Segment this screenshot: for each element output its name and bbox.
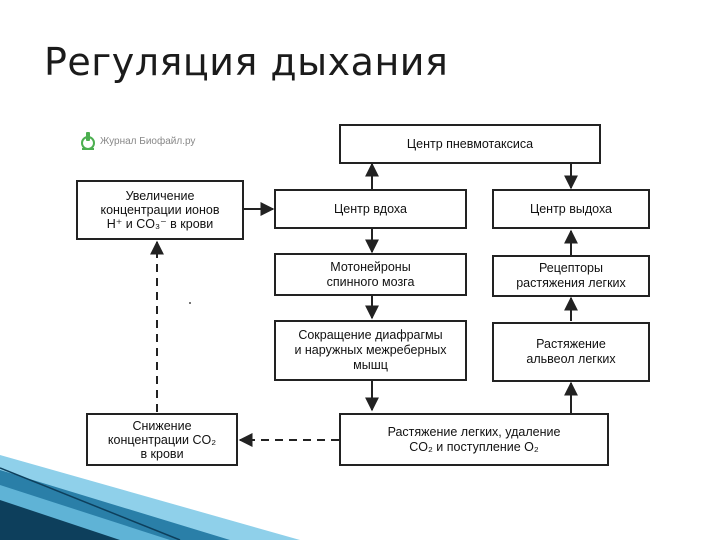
- increase-line2: концентрации ионов: [100, 203, 220, 217]
- lung-line1: Растяжение легких, удаление: [387, 424, 561, 439]
- inspiration-center-label: Центр вдоха: [334, 201, 407, 216]
- contraction-line3: мышц: [353, 358, 388, 372]
- receptors-line1: Рецепторы: [539, 261, 603, 275]
- logo-text: Журнал Биофайл.ру: [100, 135, 196, 147]
- alveoli-line2: альвеол легких: [526, 352, 616, 366]
- contraction-line1: Сокращение диафрагмы: [298, 328, 443, 342]
- box-expiration-center: Центр выдоха: [492, 189, 650, 229]
- stray-dot: [189, 302, 191, 304]
- box-decrease-concentration: Снижение концентрации CO₂ в крови: [86, 413, 238, 466]
- decrease-line3: в крови: [140, 446, 184, 461]
- box-inspiration-center: Центр вдоха: [274, 189, 467, 229]
- expiration-center-label: Центр выдоха: [529, 201, 613, 216]
- contraction-line2: и наружных межреберных: [294, 343, 447, 357]
- alveoli-line1: Растяжение: [536, 337, 606, 351]
- receptors-line2: растяжения легких: [516, 276, 626, 290]
- box-motor-neurons: Мотонейроны спинного мозга: [274, 253, 467, 296]
- pneumotaxic-center-label: Центр пневмотаксиса: [406, 136, 534, 151]
- box-stretch-receptors: Рецепторы растяжения легких: [492, 255, 650, 297]
- box-pneumotaxic-center: Центр пневмотаксиса: [339, 124, 601, 164]
- journal-logo: Журнал Биофайл.ру: [80, 131, 195, 151]
- motor-line1: Мотонейроны: [330, 259, 411, 274]
- box-increase-concentration: Увеличение концентрации ионов H⁺ и CO₃⁻ …: [76, 180, 244, 240]
- increase-line1: Увеличение: [125, 189, 195, 203]
- box-alveoli-stretch: Растяжение альвеол легких: [492, 322, 650, 382]
- lung-line2: CO₂ и поступление O₂: [409, 439, 539, 454]
- decrease-line1: Снижение: [132, 418, 192, 433]
- box-lung-stretch: Растяжение легких, удаление CO₂ и поступ…: [339, 413, 609, 466]
- microscope-icon: [80, 131, 96, 151]
- increase-line3: H⁺ и CO₃⁻ в крови: [106, 217, 214, 231]
- motor-line2: спинного мозга: [326, 274, 415, 289]
- slide-title: Регуляция дыхания: [44, 40, 449, 84]
- box-muscle-contraction: Сокращение диафрагмы и наружных межребер…: [274, 320, 467, 381]
- decrease-line2: концентрации CO₂: [107, 432, 217, 447]
